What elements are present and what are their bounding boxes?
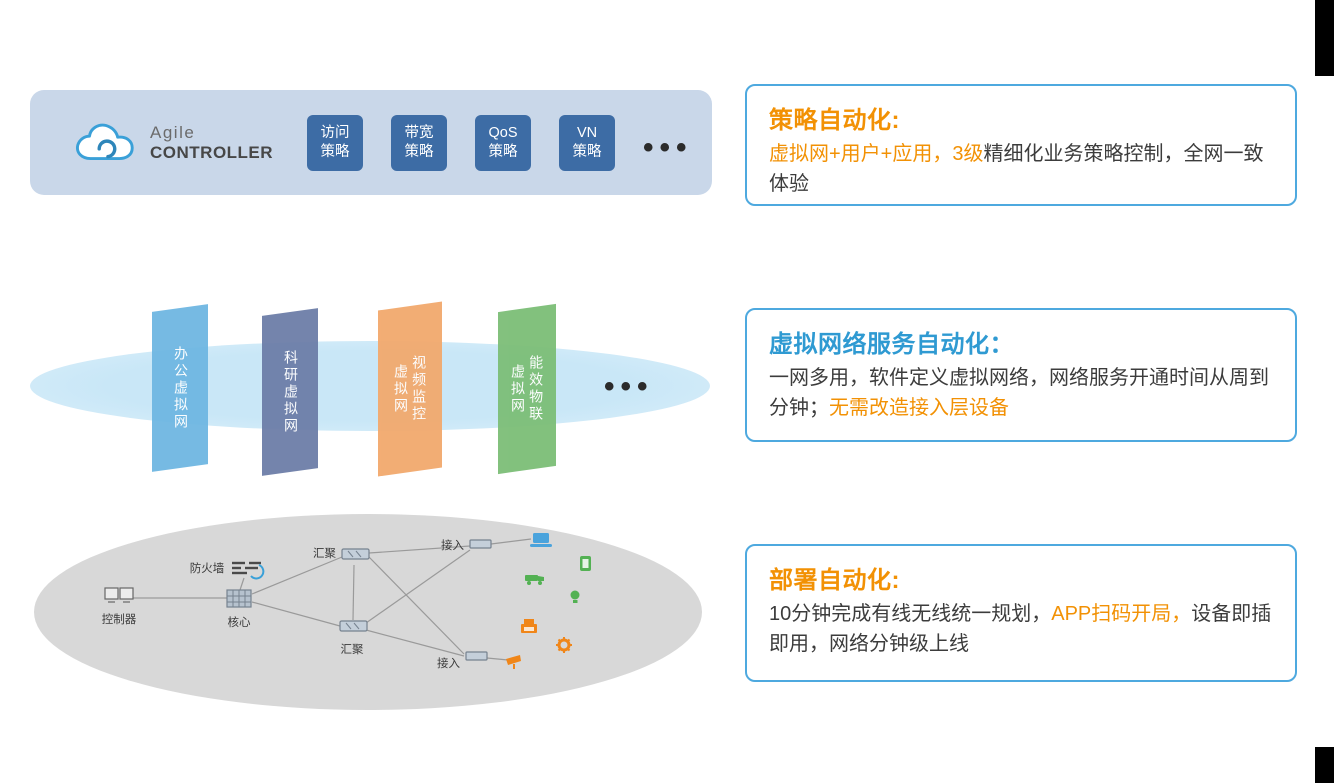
- access-switch-icon: [465, 651, 488, 661]
- callout-body-segment: 虚拟网+用户+应用，3级: [769, 143, 984, 165]
- gear-icon: [556, 637, 572, 653]
- policy-group: 访问 策略 带宽 策略 QoS 策略 VN 策略: [307, 114, 616, 171]
- panel-label-line: 虚拟网: [510, 363, 526, 415]
- panel-label-line: 虚拟网: [393, 363, 409, 415]
- callout-body: 一网多用，软件定义虚拟网络，网络服务开通时间从周到分钟；无需改造接入层设备: [769, 363, 1273, 423]
- firewall-label: 防火墙: [190, 561, 225, 575]
- access-bottom-label: 接入: [437, 657, 460, 670]
- panel-label-line: 科研虚拟网: [283, 349, 300, 435]
- campus-network-topology: 控制器 防火墙 核心 汇聚: [34, 514, 702, 710]
- panel-label-line: 视频监控: [411, 355, 428, 423]
- virtual-network-plane-ellipse: [30, 341, 710, 431]
- callout-body-segment: 精细化业务策略控制，全网一致体验: [769, 143, 1264, 195]
- virtual-network-panel-research: 科研虚拟网: [262, 308, 318, 476]
- panel-label: 办公虚拟网: [152, 308, 208, 468]
- callout-deployment-automation: 部署自动化: 10分钟完成有线无线统一规划，APP扫码开局，设备即插即用，网络分…: [745, 544, 1297, 682]
- virtual-network-panel-energy-iot: 能效物联 虚拟网: [498, 303, 556, 475]
- controller-label: 控制器: [102, 612, 137, 626]
- panel-label: 能效物联 虚拟网: [498, 308, 556, 470]
- policy-chip-label: 策略: [320, 143, 350, 160]
- brand-name-agile: Agile: [150, 122, 196, 142]
- aggregation-top-label: 汇聚: [313, 547, 336, 560]
- virtual-network-panel-video-surveillance: 视频监控 虚拟网: [378, 301, 442, 477]
- aggregation-switch-icon: [341, 548, 370, 560]
- policy-chip-label: QoS: [488, 124, 518, 141]
- panel-label: 科研虚拟网: [262, 312, 318, 472]
- callout-title: 虚拟网络服务自动化：: [769, 331, 1014, 358]
- topology-links: [132, 538, 532, 661]
- controller-icon: [104, 587, 134, 603]
- callout-body-segment: 10分钟完成有线无线统一规划，: [769, 603, 1052, 625]
- callout-body-segment: 无需改造接入层设备: [829, 397, 1009, 419]
- laptop-icon: [530, 533, 552, 547]
- printer-icon: [521, 619, 537, 633]
- screen-artifact-bottom-right: [1315, 747, 1334, 783]
- callout-body: 10分钟完成有线无线统一规划，APP扫码开局，设备即插即用，网络分钟级上线: [769, 599, 1273, 659]
- policy-chip-bandwidth: 带宽 策略: [391, 114, 448, 171]
- virtual-network-panel-office: 办公虚拟网: [152, 304, 208, 472]
- panel-label-line: 能效物联: [528, 355, 545, 423]
- access-switch-icon: [469, 539, 492, 549]
- policy-chip-vn: VN 策略: [559, 114, 616, 171]
- policy-chip-label: 带宽: [404, 124, 434, 141]
- policy-chip-label: 访问: [320, 124, 350, 141]
- panel-label: 视频监控 虚拟网: [378, 306, 442, 472]
- policy-chip-label: 策略: [572, 143, 602, 160]
- ellipsis-more-networks: •••: [604, 370, 654, 403]
- callout-virtual-network-service-automation: 虚拟网络服务自动化： 一网多用，软件定义虚拟网络，网络服务开通时间从周到分钟；无…: [745, 308, 1297, 442]
- core-switch-icon: [226, 589, 252, 608]
- callout-title: 部署自动化:: [769, 567, 900, 594]
- aggregation-switch-icon: [339, 620, 368, 632]
- truck-icon: [525, 575, 544, 585]
- tablet-icon: [580, 556, 591, 571]
- callout-body-segment: 一网多用，软件定义虚拟网络，网络服务开通时间从周到分钟；: [769, 367, 1269, 419]
- core-label: 核心: [228, 615, 251, 629]
- callout-body: 虚拟网+用户+应用，3级精细化业务策略控制，全网一致体验: [769, 139, 1273, 199]
- panel-label-line: 办公虚拟网: [173, 345, 190, 431]
- policy-chip-qos: QoS 策略: [475, 114, 532, 171]
- policy-chip-label: 策略: [488, 143, 518, 160]
- screen-artifact-top-right: [1315, 0, 1334, 76]
- callout-body-segment: APP扫码开局，: [1051, 603, 1192, 625]
- callout-body-segment: 设备即插即用，网络分钟级上线: [769, 603, 1272, 655]
- ellipsis-more-policies: •••: [643, 130, 693, 164]
- controller-bar: Agile CONTROLLER 访问 策略 带宽 策略 QoS 策略 VN 策…: [30, 90, 712, 195]
- firewall-icon: [232, 561, 265, 580]
- callout-title: 策略自动化:: [769, 107, 900, 134]
- cctv-camera-icon: [506, 655, 521, 669]
- policy-chip-label: 策略: [404, 143, 434, 160]
- cloud-logo-icon: [76, 123, 134, 160]
- policy-chip-label: VN: [576, 124, 598, 141]
- aggregation-bottom-label: 汇聚: [341, 643, 364, 656]
- callout-policy-automation: 策略自动化: 虚拟网+用户+应用，3级精细化业务策略控制，全网一致体验: [745, 84, 1297, 206]
- brand-name-controller: CONTROLLER: [150, 142, 274, 162]
- policy-chip-access: 访问 策略: [307, 114, 364, 171]
- access-top-label: 接入: [441, 539, 464, 552]
- brand: Agile CONTROLLER: [150, 123, 273, 163]
- site-ellipse: [34, 514, 702, 710]
- bulb-icon: [570, 590, 580, 603]
